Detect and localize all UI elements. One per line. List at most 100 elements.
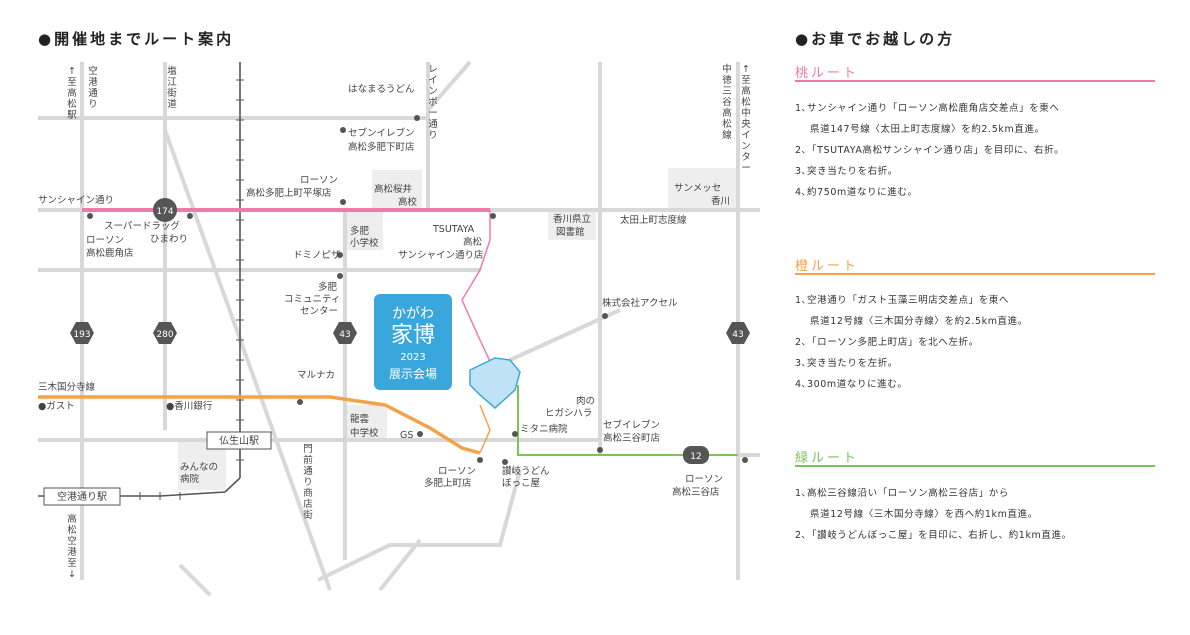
vertical-road-label: 江 <box>167 77 177 88</box>
vertical-road-label: り <box>428 130 438 141</box>
vertical-road-label: 高 <box>741 85 751 97</box>
vertical-road-label: 中 <box>722 63 732 75</box>
vertical-road-label: ボ <box>428 97 438 108</box>
svg-text:●ガスト: ●ガスト <box>38 401 75 412</box>
vertical-road-label: 中 <box>741 107 751 119</box>
school-block <box>372 170 422 210</box>
svg-text:●香川銀行: ●香川銀行 <box>166 400 213 412</box>
vertical-road-label: 駅 <box>67 110 77 121</box>
svg-text:ローソン: ローソン <box>685 474 723 485</box>
svg-text:マルナカ: マルナカ <box>297 370 335 381</box>
busshozan-station <box>206 431 272 450</box>
svg-text:小学校: 小学校 <box>350 237 379 249</box>
vertical-road-label: 松 <box>67 98 77 110</box>
vertical-road-label: イ <box>428 75 438 86</box>
vertical-road-label: ↑ <box>68 66 76 77</box>
svg-text:肉の: 肉の <box>576 395 595 407</box>
vertical-road-label: 街 <box>303 509 313 521</box>
svg-text:仏生山駅: 仏生山駅 <box>219 434 259 447</box>
svg-text:高松桜井: 高松桜井 <box>374 183 412 195</box>
momo-route-rule <box>795 80 1155 82</box>
vertical-road-label: ン <box>428 86 438 97</box>
venue-line2: 家博 <box>391 323 435 348</box>
svg-text:サンシャイン通り店: サンシャイン通り店 <box>398 249 484 261</box>
svg-text:空港通り駅: 空港通り駅 <box>57 490 107 503</box>
midori-step: 1､高松三谷線沿い「ローソン高松三谷店」から <box>795 488 1009 499</box>
kuko-station <box>43 487 121 506</box>
horizontal-labels: サンシャイン通り 太田上町志度線 三木国分寺線 はなまるうどん セブンイレブン … <box>38 84 730 498</box>
vertical-road-label: 谷 <box>722 97 732 108</box>
route-shields: 174 193 280 43 43 12 <box>70 198 750 464</box>
svg-text:ローソン: ローソン <box>300 175 338 186</box>
svg-text:図書館: 図書館 <box>556 226 585 238</box>
momo-step: 4､約750m道なりに進む。 <box>795 187 918 198</box>
vertical-labels: ↑至高松駅空港通り塩江街道レインボー通り中徳三谷高松線↑至高松中央インター門前通… <box>67 63 751 580</box>
vertical-road-label: 商 <box>303 487 313 499</box>
svg-text:ローソン: ローソン <box>86 235 124 246</box>
vertical-road-label: 高 <box>722 107 732 119</box>
svg-text:高校: 高校 <box>398 196 418 208</box>
svg-text:サンシャイン通り: サンシャイン通り <box>38 195 114 206</box>
vertical-road-label: 至 <box>741 75 751 86</box>
svg-text:多肥上町店: 多肥上町店 <box>424 477 472 489</box>
svg-text:ミタニ病院: ミタニ病院 <box>520 423 568 435</box>
vertical-road-label: 徳 <box>722 74 732 86</box>
vertical-road-label: 松 <box>722 118 732 130</box>
svg-text:多肥: 多肥 <box>318 281 338 293</box>
ryuun-school-block <box>345 405 387 440</box>
svg-text:GS: GS <box>400 430 413 441</box>
vertical-road-label: タ <box>741 152 751 163</box>
svg-text:セブイレブン: セブイレブン <box>603 419 660 431</box>
dai-route-branch <box>479 404 491 454</box>
vertical-road-label: 港 <box>88 76 98 88</box>
vertical-road-label: ー <box>428 108 438 119</box>
momo-step: 県道147号線〈太田上町志度線〉を約2.5km直進。 <box>810 124 1045 135</box>
momo-step: 1､サンシャイン通り「ローソン高松鹿角店交差点」を東へ <box>795 103 1060 114</box>
vertical-road-label: り <box>303 477 313 488</box>
svg-text:香川: 香川 <box>711 196 730 207</box>
svg-text:太田上町志度線: 太田上町志度線 <box>620 214 687 226</box>
vertical-road-label: ↓ <box>68 569 76 580</box>
vertical-road-label: 松 <box>741 96 751 108</box>
svg-text:高松鹿角店: 高松鹿角店 <box>86 247 134 259</box>
momo-step: 3､突き当たりを右折。 <box>795 166 898 177</box>
venue-site <box>469 357 521 410</box>
svg-text:スーパードラッグ: スーパードラッグ <box>104 220 180 232</box>
svg-text:高松三谷店: 高松三谷店 <box>672 486 720 498</box>
vertical-road-label: ン <box>741 141 751 152</box>
venue-callout <box>374 294 452 390</box>
library-block <box>548 208 596 240</box>
vertical-road-label: 松 <box>67 524 77 536</box>
momo-route-title: 桃ルート <box>795 66 860 81</box>
vertical-road-label: 門 <box>303 444 313 455</box>
svg-text:TSUTAYA: TSUTAYA <box>432 224 475 235</box>
vertical-road-label: イ <box>741 130 751 141</box>
midori-route-rule <box>795 465 1155 467</box>
svg-text:高松多肥上町平塚店: 高松多肥上町平塚店 <box>246 187 332 199</box>
svg-text:龍雲: 龍雲 <box>350 413 369 425</box>
shield-174: 174 <box>156 207 173 217</box>
svg-text:センター: センター <box>300 306 338 317</box>
tahi-school-block <box>345 210 383 250</box>
svg-text:三木国分寺線: 三木国分寺線 <box>38 381 96 393</box>
svg-text:ひまわり: ひまわり <box>150 234 188 245</box>
svg-text:中学校: 中学校 <box>350 427 379 439</box>
vertical-road-label: レ <box>428 64 438 75</box>
vertical-road-label: 線 <box>722 129 732 141</box>
svg-text:讃岐うどん: 讃岐うどん <box>502 465 550 477</box>
dai-route <box>38 395 481 455</box>
svg-text:ヒガシハラ: ヒガシハラ <box>545 408 592 419</box>
svg-text:高松多肥下町店: 高松多肥下町店 <box>348 141 415 153</box>
vertical-road-label: 街 <box>167 87 177 99</box>
dai-step: 1､空港通り「ガスト玉藻三明店交差点」を東へ <box>795 295 1009 306</box>
vertical-road-label: 塩 <box>167 65 177 77</box>
svg-text:みんなの: みんなの <box>180 462 218 473</box>
midori-step: 県道12号線〈三木国分寺線〉を西へ約1km直進。 <box>810 509 1038 520</box>
dai-step: 2､「ローソン多肥上町店」を北へ左折。 <box>795 337 979 348</box>
vertical-road-label: 空 <box>67 535 77 547</box>
vertical-road-label: 高 <box>67 513 77 525</box>
dai-route-rule <box>795 273 1155 275</box>
vertical-road-label: 通 <box>88 88 98 99</box>
shield-280: 280 <box>156 330 173 340</box>
vertical-road-label: 通 <box>428 119 438 130</box>
